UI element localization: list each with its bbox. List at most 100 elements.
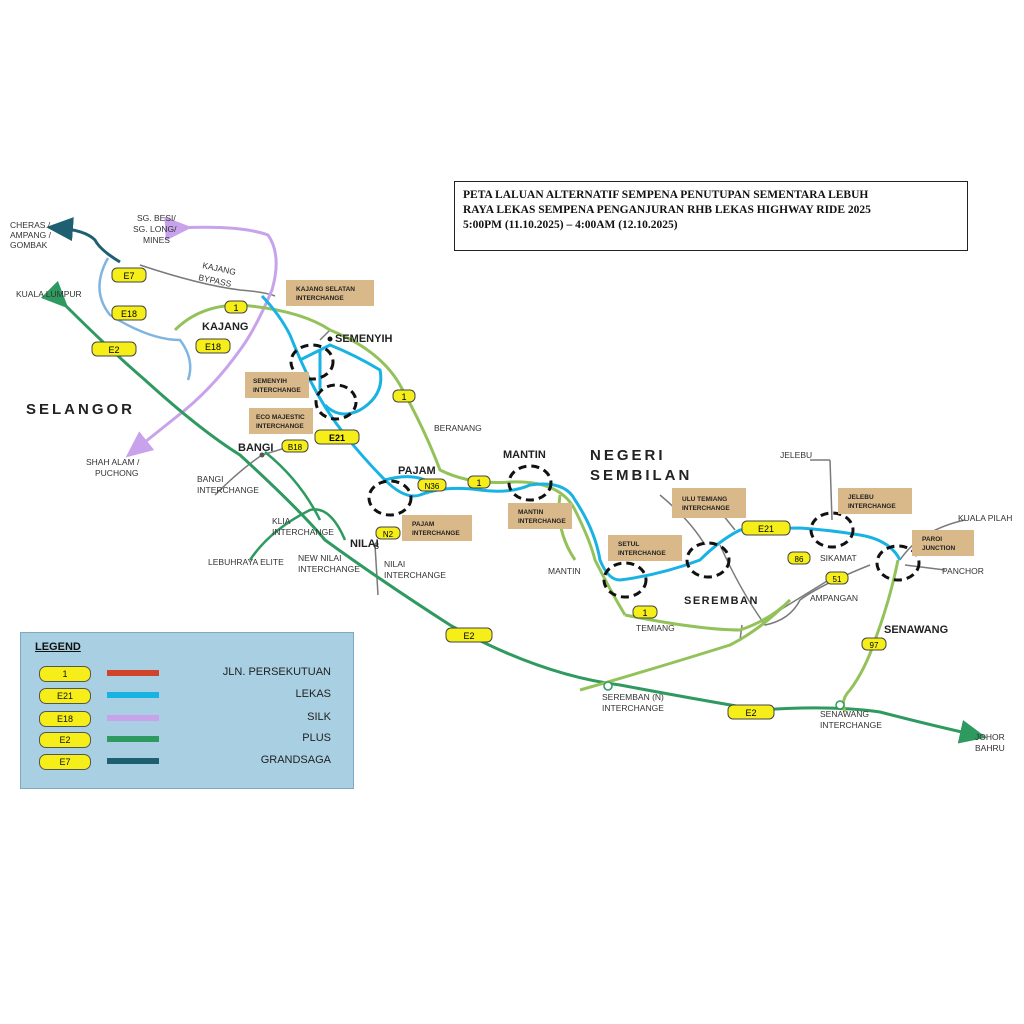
badge-1-beranang: 1 [392, 389, 416, 403]
svg-text:E18: E18 [121, 309, 137, 319]
town-seremban: SEREMBAN [684, 595, 759, 607]
place-senawang-ic-1: SENAWANG [820, 709, 869, 719]
place-new-nilai-2: INTERCHANGE [298, 564, 360, 574]
callouts [245, 280, 974, 561]
callout-eco-majestic-2: INTERCHANGE [256, 423, 304, 430]
callout-pajam-2: INTERCHANGE [412, 530, 460, 537]
svg-text:E21: E21 [329, 433, 345, 443]
town-kajang: KAJANG [202, 321, 248, 333]
place-nilai-ic-2: INTERCHANGE [384, 570, 446, 580]
legend-badge: E18 [39, 711, 91, 727]
legend-row-federal: 1 JLN. PERSEKUTUAN [21, 665, 355, 685]
legend-label: GRANDSAGA [260, 754, 331, 766]
callout-paroi-2: JUNCTION [922, 545, 956, 552]
svg-text:97: 97 [870, 641, 879, 650]
badge-1-pajam: 1 [467, 475, 491, 489]
legend-label: PLUS [302, 732, 331, 744]
callout-semenyih-1: SEMENYIH [253, 378, 287, 385]
place-nilai-ic-1: NILAI [384, 559, 405, 569]
place-kuala-lumpur: KUALA LUMPUR [16, 289, 82, 299]
badge-e2-b: E2 [445, 627, 493, 643]
legend-badge: E21 [39, 688, 91, 704]
svg-text:1: 1 [401, 392, 406, 402]
legend-row-lekas: E21 LEKAS [21, 687, 355, 707]
callout-paroi-1: PAROI [922, 536, 942, 543]
plus-route [40, 280, 987, 744]
region-sembilan: SEMBILAN [590, 467, 692, 484]
place-seremban-n-2: INTERCHANGE [602, 703, 664, 713]
callout-ulu-temiang-1: ULU TEMIANG [682, 496, 727, 503]
place-cheras-2: AMPANG / [10, 230, 52, 240]
badge-b18: B18 [281, 439, 309, 453]
place-beranang: BERANANG [434, 423, 482, 433]
town-pajam: PAJAM [398, 465, 436, 477]
legend-swatch [107, 692, 159, 698]
svg-text:E21: E21 [758, 524, 774, 534]
route-badges: E7 E18 E18 E2 1 1 E21 B18 N36 1 N2 E21 8… [91, 267, 887, 720]
callout-kajang-selatan-1: KAJANG SELATAN [296, 286, 355, 293]
legend-badge: E2 [39, 732, 91, 748]
place-klia-1: KLIA [272, 516, 291, 526]
callout-eco-majestic-1: ECO MAJESTIC [256, 414, 305, 421]
legend-title: LEGEND [35, 641, 81, 653]
svg-text:1: 1 [476, 478, 481, 488]
badge-n36: N36 [417, 478, 447, 492]
legend-label: JLN. PERSEKUTUAN [222, 666, 331, 678]
place-johor-1: JOHOR [975, 732, 1005, 742]
map-title: PETA LALUAN ALTERNATIF SEMPENA PENUTUPAN… [454, 181, 968, 251]
place-shah-alam-1: SHAH ALAM / [86, 457, 140, 467]
place-panchor: PANCHOR [942, 566, 984, 576]
svg-text:E2: E2 [108, 345, 119, 355]
badge-86: 86 [787, 551, 811, 565]
legend: LEGEND 1 JLN. PERSEKUTUAN E21 LEKAS E18 … [20, 632, 354, 789]
badge-e21-a: E21 [314, 429, 360, 445]
callout-kajang-selatan-2: INTERCHANGE [296, 295, 344, 302]
place-ampangan: AMPANGAN [810, 593, 858, 603]
svg-text:1: 1 [642, 608, 647, 618]
bangi-dot [259, 452, 265, 458]
place-sikamat: SIKAMAT [820, 553, 857, 563]
legend-swatch [107, 670, 159, 676]
place-shah-alam-2: PUCHONG [95, 468, 138, 478]
callout-mantin-1: MANTIN [518, 509, 544, 516]
svg-text:86: 86 [795, 555, 804, 564]
place-cheras-3: GOMBAK [10, 240, 48, 250]
place-mantin-small: MANTIN [548, 566, 581, 576]
legend-label: LEKAS [295, 688, 331, 700]
legend-row-grandsaga: E7 GRANDSAGA [21, 753, 355, 773]
town-senawang: SENAWANG [884, 624, 948, 636]
title-line-3: 5:00PM (11.10.2025) – 4:00AM (12.10.2025… [463, 219, 678, 231]
town-semenyih: SEMENYIH [335, 333, 393, 345]
place-lebuhraya-elite: LEBUHRAYA ELITE [208, 557, 284, 567]
region-negeri: NEGERI [590, 447, 666, 464]
badge-1-kajang: 1 [224, 300, 248, 314]
closure-interchanges [289, 343, 921, 599]
callout-pajam-1: PAJAM [412, 521, 434, 528]
badge-e7: E7 [111, 267, 147, 283]
place-senawang-ic-2: INTERCHANGE [820, 720, 882, 730]
badge-e18-b: E18 [195, 338, 231, 354]
badge-51: 51 [825, 571, 849, 585]
legend-swatch [107, 715, 159, 721]
place-kuala-pilah: KUALA PILAH [958, 513, 1012, 523]
nilai-route-number: 8 [374, 541, 379, 551]
badge-e2-a: E2 [91, 341, 137, 357]
grandsaga-route [46, 217, 121, 264]
badge-97: 97 [861, 637, 887, 651]
legend-swatch [107, 736, 159, 742]
place-new-nilai-1: NEW NILAI [298, 553, 341, 563]
plus-klia-spur [248, 508, 347, 561]
legend-badge: 1 [39, 666, 91, 682]
svg-text:N2: N2 [383, 530, 394, 539]
badge-n2: N2 [375, 526, 401, 540]
legend-row-silk: E18 SILK [21, 710, 355, 730]
semenyih-dot [327, 336, 333, 342]
svg-text:E2: E2 [745, 708, 756, 718]
callout-jelebu-1: JELEBU [848, 494, 874, 501]
title-line-2: RAYA LEKAS SEMPENA PENGANJURAN RHB LEKAS… [463, 204, 871, 216]
callout-ulu-temiang-2: INTERCHANGE [682, 505, 730, 512]
badge-e18-a: E18 [111, 305, 147, 321]
legend-label: SILK [307, 711, 331, 723]
town-bangi: BANGI [238, 442, 273, 454]
